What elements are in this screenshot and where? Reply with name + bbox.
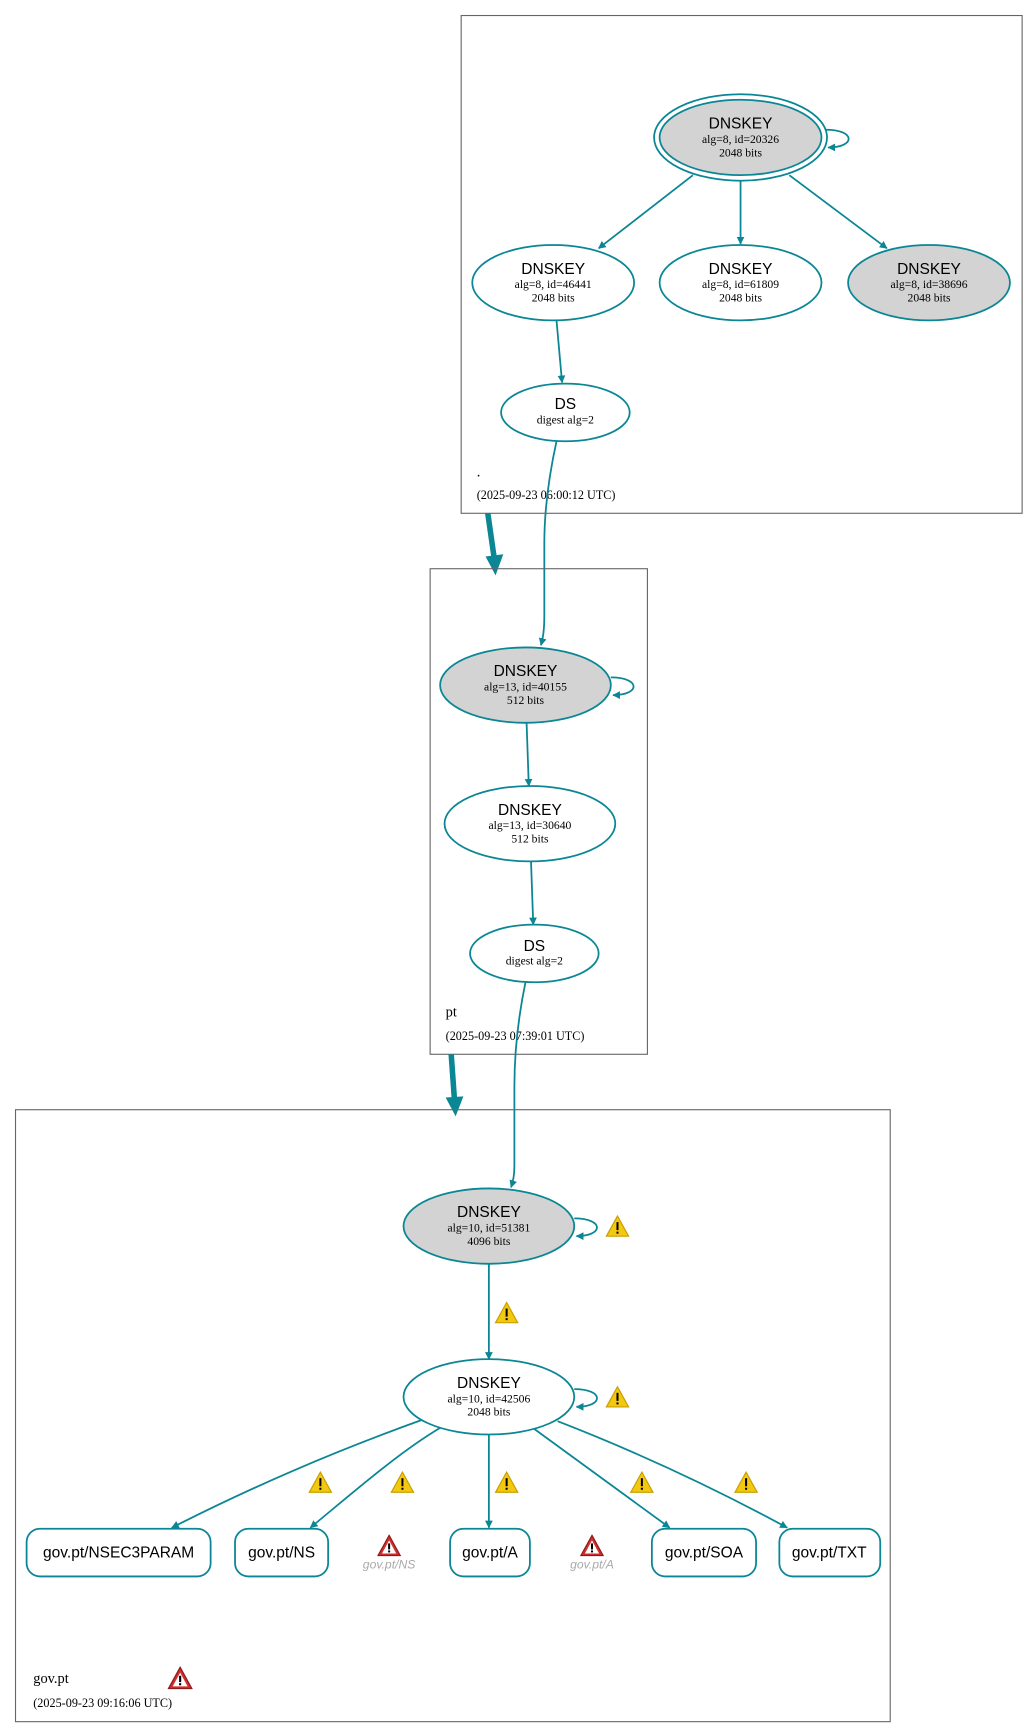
missing-rrset-ns[interactable]: gov.pt/NS	[363, 1534, 416, 1572]
dnskey-node-40155[interactable]: DNSKEY alg=13, id=40155 512 bits	[439, 646, 612, 724]
dnskey-node-46441[interactable]: DNSKEY alg=8, id=46441 2048 bits	[471, 244, 636, 322]
node-size: 2048 bits	[719, 292, 762, 305]
delegation-edge	[485, 512, 498, 561]
node-type: DNSKEY	[709, 261, 773, 278]
signing-edge	[529, 861, 537, 926]
node-size: 4096 bits	[467, 1235, 510, 1248]
dnskey-node-51381[interactable]: DNSKEY alg=10, id=51381 4096 bits	[402, 1187, 576, 1265]
dnskey-node-38696[interactable]: DNSKEY alg=8, id=38696 2048 bits	[847, 244, 1011, 322]
warning-icon[interactable]	[494, 1471, 519, 1493]
rrset-label: gov.pt/TXT	[792, 1545, 867, 1562]
node-detail: alg=8, id=61809	[702, 278, 779, 291]
ds-edge	[509, 982, 527, 1189]
self-sign-edge	[574, 1388, 598, 1411]
signing-edge	[598, 174, 694, 250]
dnskey-node-20326[interactable]: DNSKEY alg=8, id=20326 2048 bits	[653, 93, 828, 182]
signing-edge	[524, 722, 533, 787]
node-type: DNSKEY	[709, 116, 773, 133]
dnskey-node-42506[interactable]: DNSKEY alg=10, id=42506 2048 bits	[402, 1358, 576, 1436]
node-size: 2048 bits	[467, 1406, 510, 1419]
dnskey-node-30640[interactable]: DNSKEY alg=13, id=30640 512 bits	[443, 785, 617, 863]
zone-name: pt	[446, 1005, 457, 1021]
warning-icon[interactable]	[390, 1471, 415, 1493]
node-type: DNSKEY	[457, 1204, 521, 1221]
warning-icon[interactable]	[605, 1215, 630, 1237]
signing-edge	[555, 320, 566, 384]
zone-govpt: gov.pt (2025-09-23 09:16:06 UTC) DNSKEY …	[14, 1109, 891, 1723]
rrsig-edge	[309, 1427, 441, 1529]
rrset-label: gov.pt/NS	[248, 1545, 315, 1562]
node-type: DS	[555, 396, 577, 413]
zone-timestamp: (2025-09-23 09:16:06 UTC)	[33, 1696, 172, 1710]
delegation-arrowhead	[445, 1096, 464, 1117]
rrsig-edge	[171, 1419, 422, 1529]
node-type: DNSKEY	[494, 663, 558, 680]
node-size: 2048 bits	[908, 292, 951, 305]
node-size: 2048 bits	[532, 292, 575, 305]
dnskey-node-61809[interactable]: DNSKEY alg=8, id=61809 2048 bits	[658, 244, 823, 322]
rrset-txt[interactable]: gov.pt/TXT	[778, 1527, 882, 1578]
missing-rrset-label: gov.pt/A	[570, 1558, 614, 1572]
delegation-arrowhead	[485, 554, 504, 576]
zone-timestamp: (2025-09-23 06:00:12 UTC)	[477, 488, 616, 502]
zone-timestamp: (2025-09-23 07:39:01 UTC)	[446, 1029, 585, 1043]
warning-icon[interactable]	[308, 1471, 333, 1493]
self-sign-edge	[825, 128, 850, 152]
warning-icon[interactable]	[605, 1386, 630, 1408]
node-detail: digest alg=2	[537, 413, 594, 426]
node-type: DNSKEY	[897, 261, 961, 278]
signing-edge	[788, 174, 888, 250]
self-sign-edge	[610, 676, 635, 699]
node-detail: alg=8, id=46441	[515, 278, 592, 291]
node-detail: alg=10, id=42506	[447, 1392, 530, 1405]
node-detail: alg=13, id=30640	[488, 819, 571, 832]
node-detail: alg=8, id=20326	[702, 133, 779, 146]
node-type: DNSKEY	[498, 802, 562, 819]
delegation-edge	[448, 1054, 458, 1102]
error-icon[interactable]	[167, 1666, 193, 1690]
zone-box	[14, 1109, 891, 1723]
zone-pt: pt (2025-09-23 07:39:01 UTC) DNSKEY alg=…	[429, 568, 648, 1055]
node-detail: digest alg=2	[506, 954, 563, 967]
node-size: 512 bits	[511, 833, 549, 846]
node-detail: alg=13, id=40155	[484, 681, 567, 694]
zone-box	[429, 568, 648, 1055]
rrset-a[interactable]: gov.pt/A	[449, 1527, 531, 1578]
ds-edge	[538, 441, 558, 646]
zone-name: .	[477, 465, 481, 481]
warning-icon[interactable]	[630, 1471, 654, 1493]
warning-icon[interactable]	[734, 1471, 758, 1493]
rrset-label: gov.pt/NSEC3PARAM	[43, 1545, 194, 1562]
missing-rrset-a[interactable]: gov.pt/A	[570, 1534, 614, 1572]
node-type: DS	[524, 938, 546, 955]
node-type: DNSKEY	[521, 261, 585, 278]
node-type: DNSKEY	[457, 1375, 521, 1392]
rrsig-edge	[557, 1420, 788, 1529]
zone-root: . (2025-09-23 06:00:12 UTC) DNSKEY alg=8…	[460, 14, 1023, 514]
rrset-soa[interactable]: gov.pt/SOA	[650, 1527, 757, 1578]
warning-icon[interactable]	[494, 1301, 519, 1324]
rrsig-edge	[533, 1428, 671, 1529]
error-icon[interactable]	[377, 1534, 401, 1557]
node-detail: alg=10, id=51381	[447, 1222, 530, 1235]
missing-rrset-label: gov.pt/NS	[363, 1558, 416, 1572]
node-size: 2048 bits	[719, 146, 762, 159]
self-sign-edge	[574, 1217, 598, 1240]
ds-node-pt[interactable]: DS digest alg=2	[469, 923, 600, 984]
zone-box	[460, 14, 1023, 514]
node-detail: alg=8, id=38696	[890, 278, 967, 291]
rrset-label: gov.pt/SOA	[665, 1545, 744, 1562]
ds-node-root[interactable]: DS digest alg=2	[500, 382, 631, 443]
rrset-ns[interactable]: gov.pt/NS	[234, 1527, 330, 1578]
node-size: 512 bits	[507, 694, 545, 707]
zone-name: gov.pt	[33, 1671, 68, 1687]
error-icon[interactable]	[580, 1534, 604, 1557]
rrset-nsec3param[interactable]: gov.pt/NSEC3PARAM	[25, 1527, 212, 1578]
rrset-label: gov.pt/A	[462, 1545, 518, 1562]
